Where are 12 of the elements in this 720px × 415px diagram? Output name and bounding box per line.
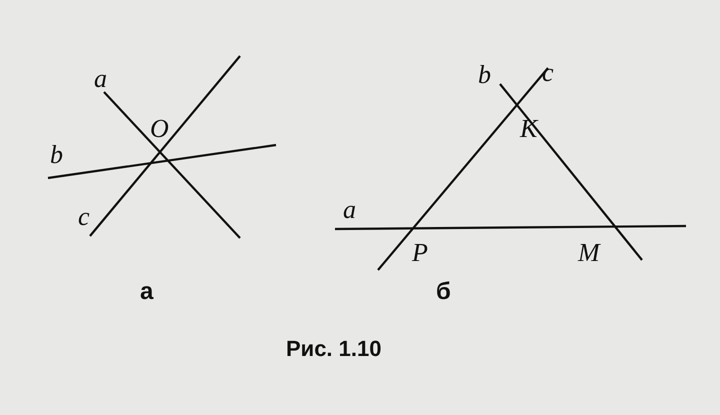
panel-label: б [436, 280, 451, 304]
panel-label: а [140, 280, 154, 304]
point-label: M [578, 240, 600, 266]
point-label: P [412, 240, 428, 266]
line-label: a [343, 197, 356, 223]
point-label: O [150, 116, 169, 142]
point-label: K [520, 116, 538, 142]
figure-caption: Рис. 1.10 [286, 338, 382, 360]
line-label: b [50, 142, 63, 168]
line-label: c [78, 204, 90, 230]
line-label: b [478, 62, 491, 88]
line-label: a [94, 66, 107, 92]
